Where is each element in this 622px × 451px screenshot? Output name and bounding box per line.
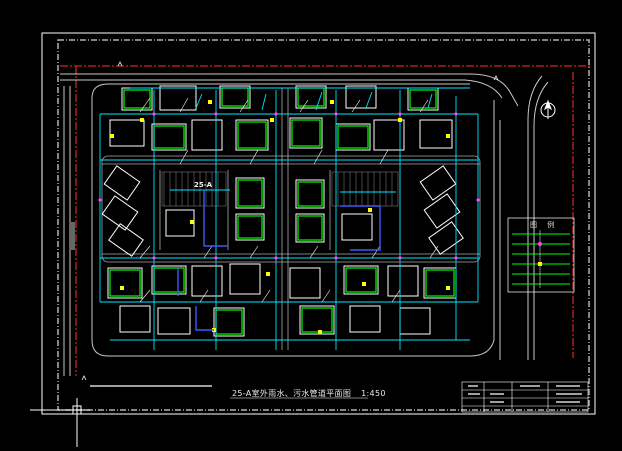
side-buildings: [101, 165, 464, 257]
road-labels: [71, 61, 499, 381]
drawing-inner-frame: [57, 39, 590, 411]
drawing-title: 25-A室外雨水、污水管道平面图: [232, 389, 352, 398]
drawing-scale: 1:450: [361, 389, 386, 398]
block-label-25a: 25-A: [194, 181, 213, 189]
legend-title: 图 例: [530, 221, 559, 229]
property-red-line: [60, 65, 590, 376]
sewer-pipe-markers: [110, 100, 450, 334]
legend-table: [507, 217, 575, 293]
inspection-wells: [98, 112, 480, 260]
inner-roads: [101, 88, 481, 350]
drawing-caption: 25-A室外雨水、污水管道平面图 1:450: [232, 388, 386, 399]
rain-pipe-network: [99, 87, 479, 350]
outer-roads: [60, 73, 549, 376]
buildings: [107, 85, 457, 337]
blue-pipe: [177, 190, 381, 331]
title-block: [461, 381, 589, 413]
ucs-crosshair-icon: [30, 398, 90, 447]
pipe-annotations: [139, 97, 439, 303]
drawing-frame: [41, 32, 596, 415]
north-arrow-icon: [540, 99, 556, 119]
parking-lots: [161, 171, 399, 207]
